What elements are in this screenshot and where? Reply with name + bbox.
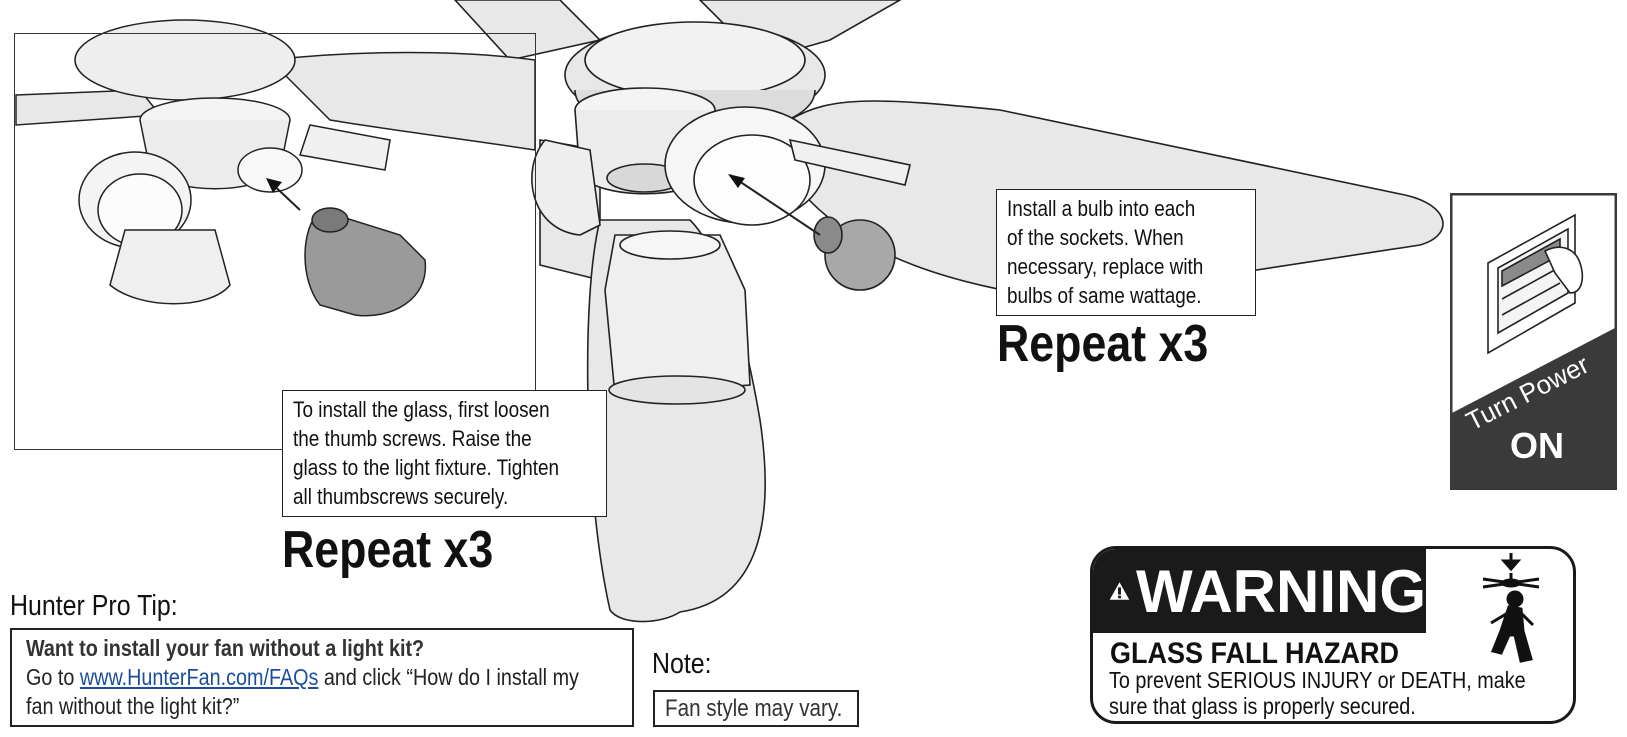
glass-instruction-line: all thumbscrews securely. — [293, 484, 509, 509]
power-state-label: ON — [1510, 425, 1564, 466]
warning-title: WARNING — [1136, 557, 1426, 625]
hazard-title: GLASS FALL HAZARD — [1110, 637, 1399, 670]
pro-tip-box: Want to install your fan without a light… — [10, 628, 634, 727]
inset-detail-frame — [14, 33, 536, 450]
falling-fan-person-icon — [1482, 553, 1540, 663]
wall-switch-hand-icon — [1487, 213, 1584, 355]
hunterfan-faq-link[interactable]: www.HunterFan.com/FAQs — [79, 664, 319, 690]
bulb-instruction-callout: Install a bulb into each of the sockets.… — [996, 189, 1256, 316]
bulb-instruction-line: Install a bulb into each — [1007, 196, 1196, 221]
glass-instruction-line: To install the glass, first loosen — [293, 397, 550, 422]
warning-header: WARNING — [1093, 549, 1426, 633]
warning-line-2: sure that glass is properly secured. — [1109, 693, 1416, 719]
note-box: Fan style may vary. — [653, 690, 859, 727]
bulb-instruction-line: of the sockets. When — [1007, 225, 1184, 250]
pro-tip-go-to: Go to — [26, 664, 80, 690]
note-text: Fan style may vary. — [665, 695, 843, 722]
bulb-instruction-line: bulbs of same wattage. — [1007, 283, 1202, 308]
note-label: Note: — [652, 648, 712, 680]
pro-tip-last-line: fan without the light kit?” — [26, 693, 240, 719]
warning-triangle-icon — [1109, 582, 1130, 600]
warning-line-1: To prevent SERIOUS INJURY or DEATH, make — [1109, 667, 1526, 693]
turn-power-on-panel: Turn Power ON — [1450, 193, 1617, 490]
pro-tip-after-link: and click “How do I install my — [318, 664, 579, 690]
bulb-instruction-line: necessary, replace with — [1007, 254, 1204, 279]
warning-body: To prevent SERIOUS INJURY or DEATH, make… — [1109, 667, 1573, 719]
pro-tip-question: Want to install your fan without a light… — [26, 635, 425, 661]
glass-instruction-callout: To install the glass, first loosen the t… — [282, 390, 607, 517]
glass-instruction-line: the thumb screws. Raise the — [293, 426, 532, 451]
glass-repeat-label: Repeat x3 — [282, 521, 494, 579]
pro-tip-label: Hunter Pro Tip: — [10, 590, 178, 622]
glass-instruction-line: glass to the light fixture. Tighten — [293, 455, 560, 480]
glass-fall-warning: WARNING GLASS FALL HAZARD To prevent SER… — [1090, 546, 1576, 724]
bulb-repeat-label: Repeat x3 — [997, 315, 1209, 373]
